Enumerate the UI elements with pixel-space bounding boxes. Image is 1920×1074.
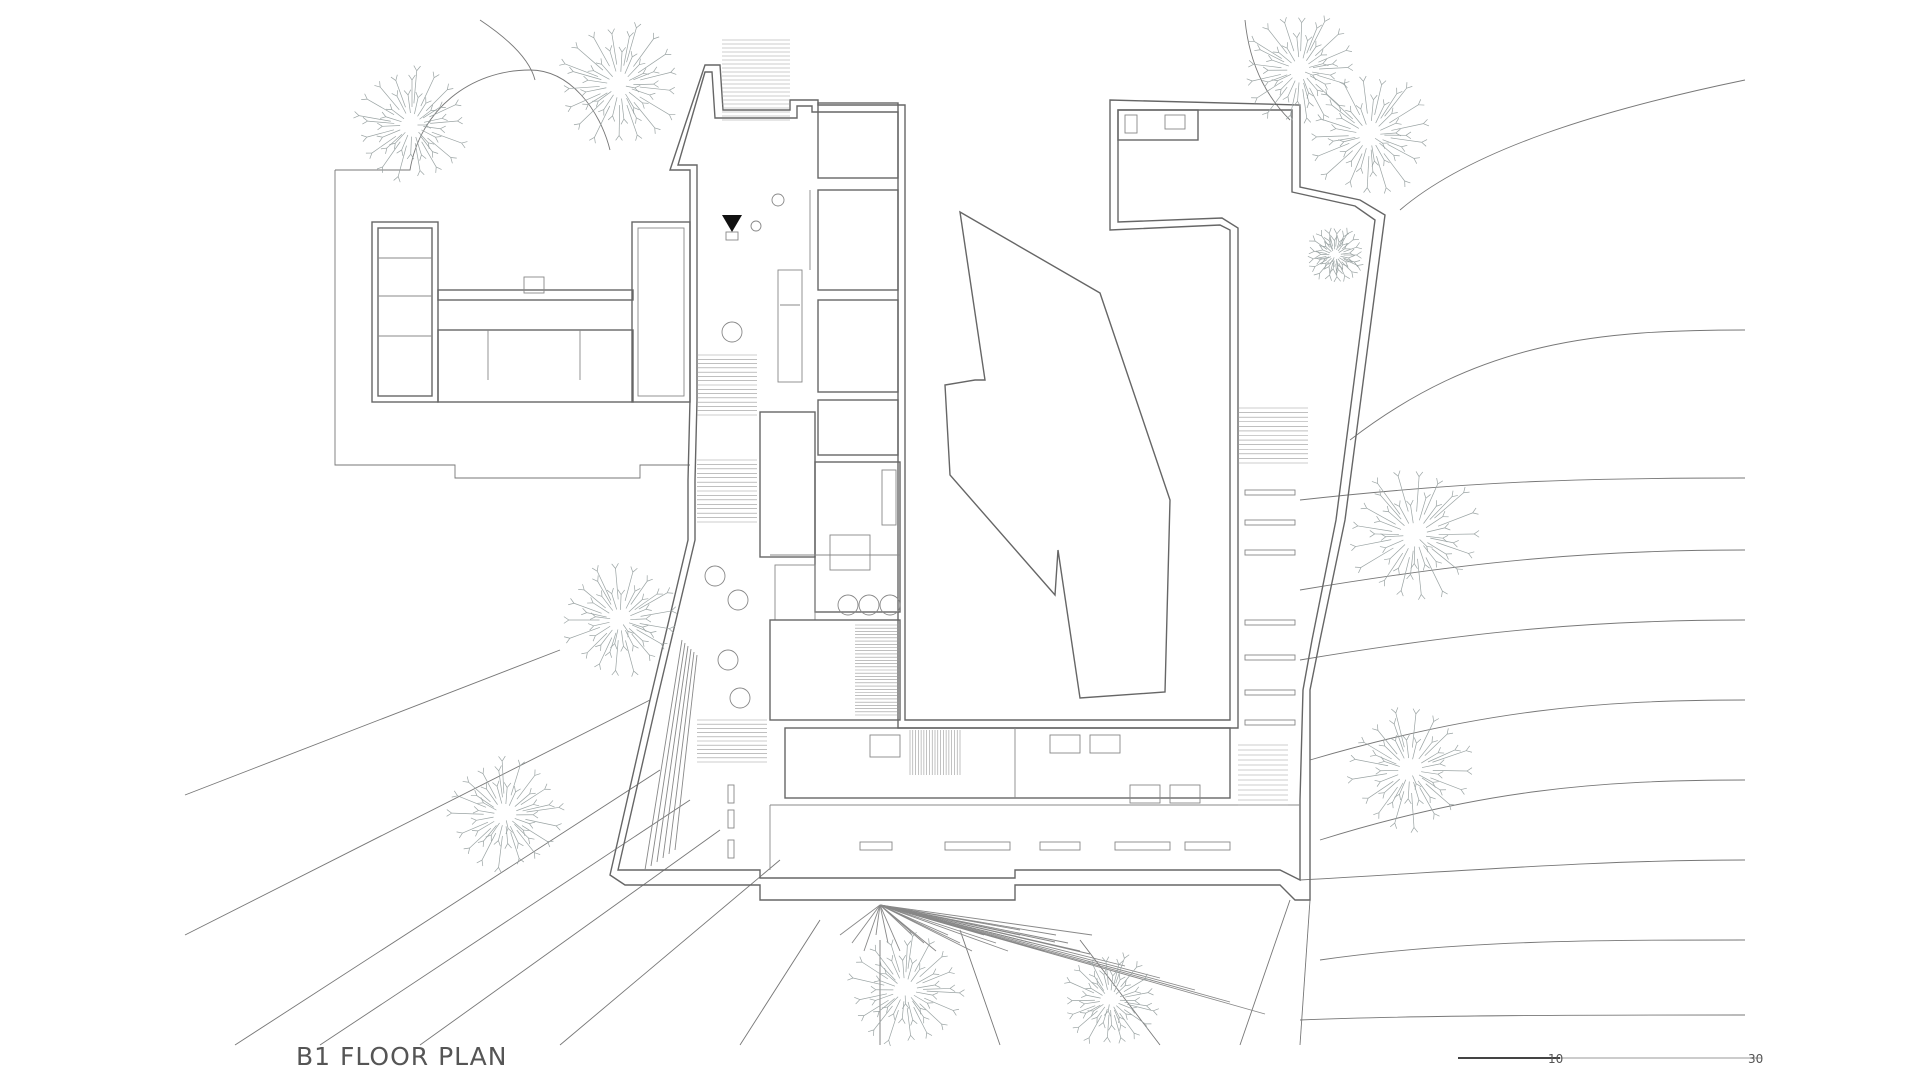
ramp-line [644,639,683,871]
ramp-line [875,904,881,936]
tree-icon [1064,952,1159,1044]
ramp-line [863,904,881,952]
tree-icon [559,22,677,144]
south-ramp [839,904,1266,1015]
southwest-ramp [644,639,698,871]
ramp-line [674,654,698,851]
ramp-line [879,904,889,944]
ramp-line [879,904,1056,943]
tree-icon [1346,707,1473,833]
ramp-line [879,904,1093,936]
tree-icon [1350,470,1480,600]
ramp-line [879,904,901,952]
entrance-marker-icon [722,215,742,232]
scale-label-10: 10 [1548,1052,1564,1066]
drawing-title: B1 FLOOR PLAN [296,1042,508,1071]
site-contours [184,19,1746,1046]
scale-label-30: 30 [1748,1052,1764,1066]
ramp-line [656,645,689,863]
ramp-line [650,642,686,867]
tree-icon [847,931,965,1047]
ramp-line [879,904,937,952]
courtyard [944,210,1171,699]
tree-icon [1311,75,1430,194]
ramp-line [879,904,1009,952]
ramp-line [839,904,881,936]
ramp-line [879,904,1126,967]
ramp-line [668,651,695,855]
tree-icon [353,65,468,183]
building-walls [371,64,1386,901]
ramp-line [879,904,1091,955]
entrance-door [725,231,739,241]
ramp-line [879,904,997,944]
ramp-line [879,904,1021,931]
tree-icon [563,563,678,677]
stairs [697,39,1308,806]
ramp-line [851,904,881,944]
tree-icon [446,755,565,873]
tree-icon [1307,227,1364,283]
tree-sketch-icons [353,15,1480,1047]
ramp-line [879,904,973,952]
ramp-line [662,648,692,859]
ramp-line [879,904,1266,1015]
